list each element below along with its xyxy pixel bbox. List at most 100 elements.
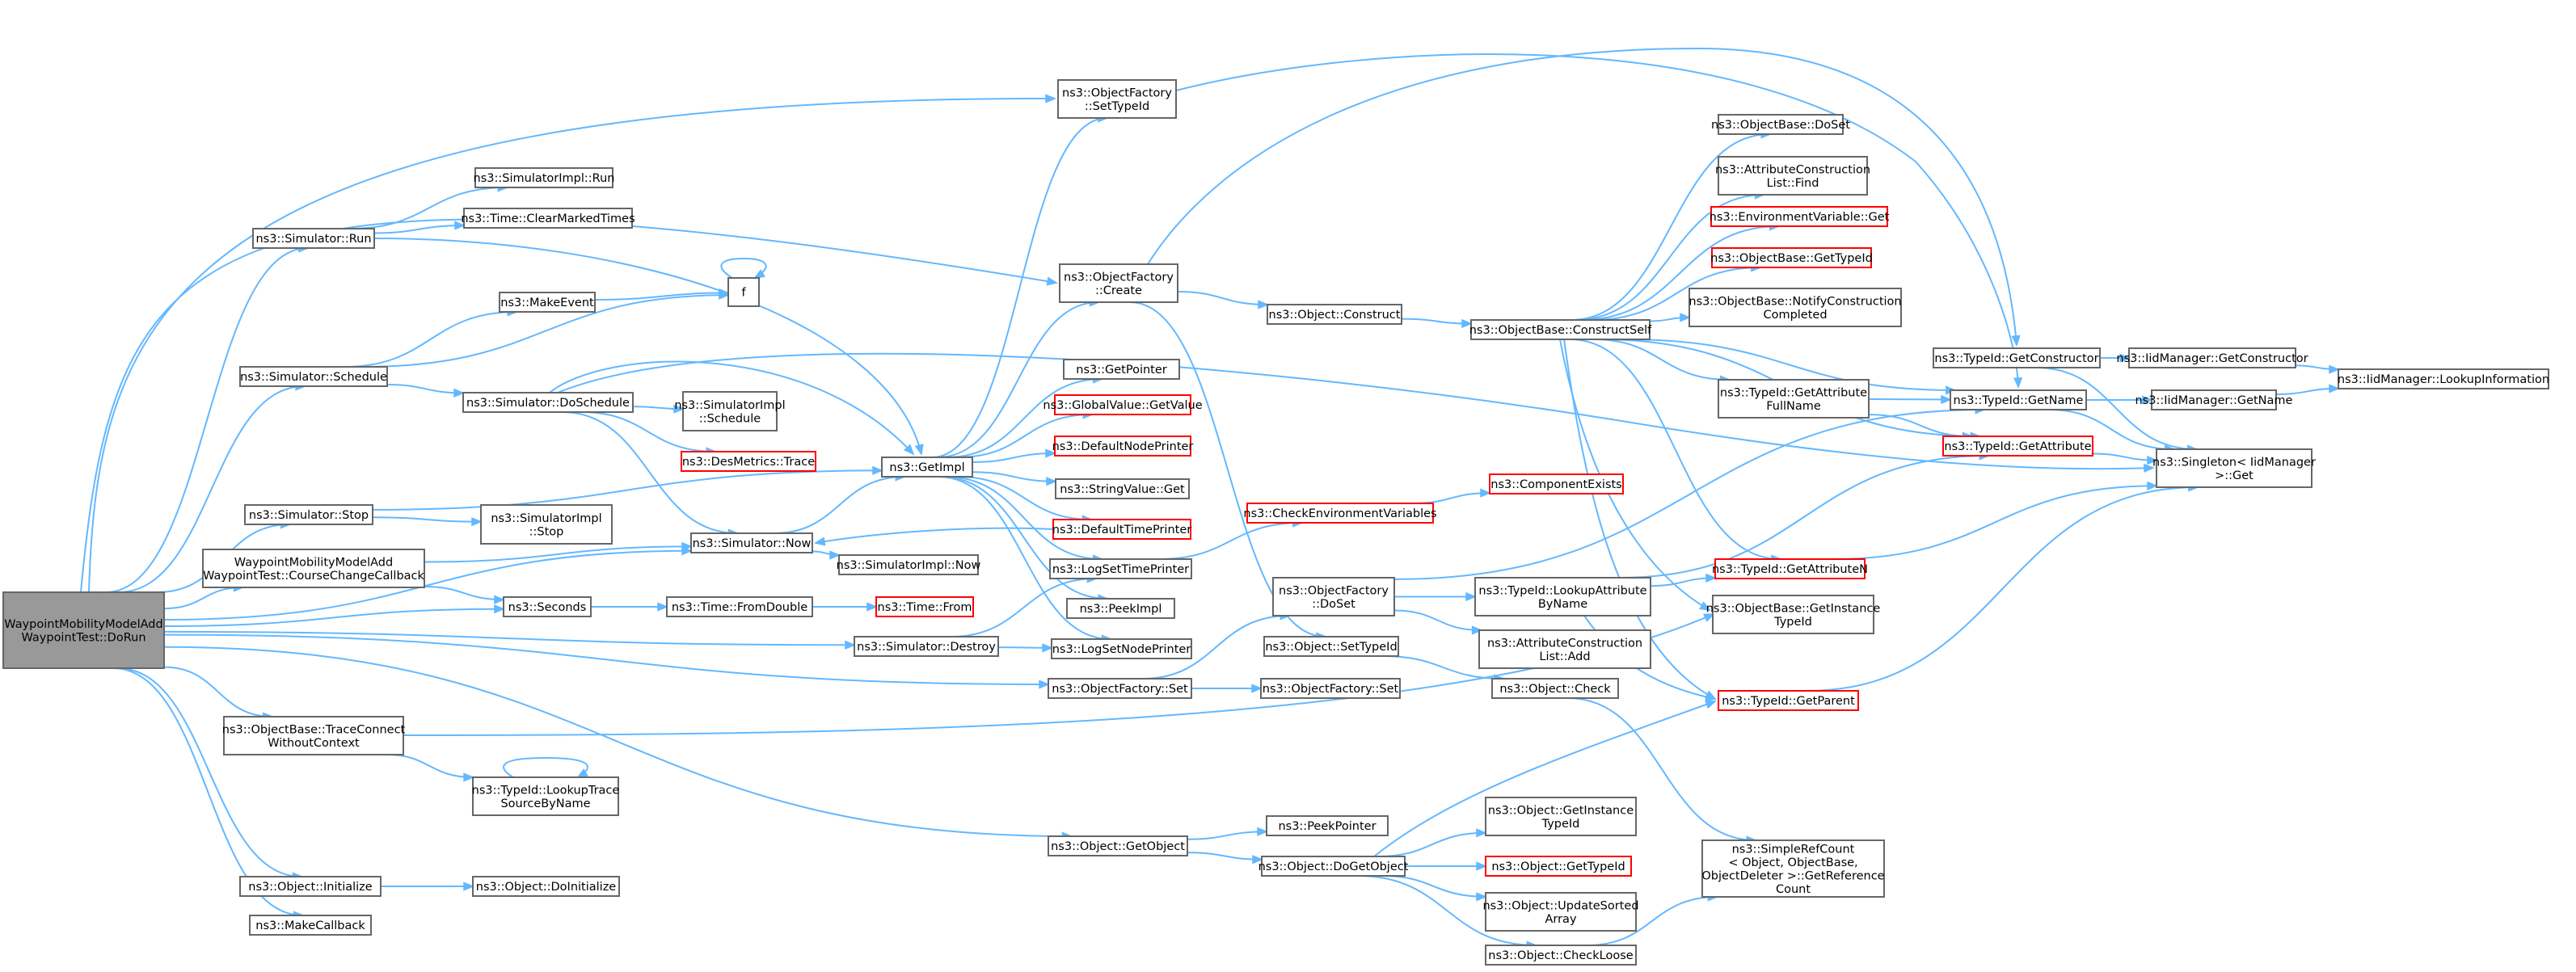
node-singleton_get[interactable]: ns3::Singleton< IidManager >::Get [2152, 448, 2316, 488]
edge-arrowhead [1039, 680, 1050, 689]
node-of_settypeid[interactable]: ns3::ObjectFactory::SetTypeId [1057, 79, 1177, 119]
node-tid_getname[interactable]: ns3::TypeId::GetName [1950, 389, 2087, 410]
node-box [1272, 577, 1395, 616]
node-ob_traceconnect[interactable]: ns3::ObjectBase::TraceConnectWithoutCont… [222, 716, 406, 755]
node-course_cb[interactable]: WaypointMobilityModelAddWaypointTest::Co… [202, 549, 425, 588]
node-iid_getname[interactable]: ns3::IidManager::GetName [2135, 389, 2293, 410]
node-getpointer[interactable]: ns3::GetPointer [1063, 359, 1180, 380]
node-obj_getobject[interactable]: ns3::Object::GetObject [1048, 835, 1188, 856]
node-sim_now[interactable]: ns3::Simulator::Now [690, 532, 813, 553]
node-label: ns3::Simulator::Schedule [240, 371, 387, 384]
node-label: ns3::StringValue::Get [1060, 483, 1185, 496]
node-of_doset[interactable]: ns3::ObjectFactory::DoSet [1272, 577, 1395, 616]
node-tid_getattribute[interactable]: ns3::TypeId::GetAttribute [1942, 436, 2093, 457]
edge-arrowhead [814, 536, 826, 546]
node-label: ns3::GetImpl [889, 461, 964, 474]
node-of_set[interactable]: ns3::ObjectFactory::Set [1048, 678, 1192, 699]
node-label: ns3::ObjectBase::GetInstance [1706, 602, 1881, 615]
node-logsetnodeprinter[interactable]: ns3::LogSetNodePrinter [1051, 638, 1192, 659]
node-obj_construct[interactable]: ns3::Object::Construct [1267, 304, 1402, 325]
node-peekimpl[interactable]: ns3::PeekImpl [1066, 598, 1175, 619]
node-stringvalue_get[interactable]: ns3::StringValue::Get [1055, 478, 1190, 499]
node-simimpl_now[interactable]: ns3::SimulatorImpl::Now [837, 554, 981, 575]
node-peekpointer[interactable]: ns3::PeekPointer [1266, 815, 1389, 836]
node-time_from[interactable]: ns3::Time::From [875, 596, 974, 617]
edge-line [945, 476, 1102, 560]
node-simimpl_run[interactable]: ns3::SimulatorImpl::Run [474, 167, 615, 188]
node-iid_lookupinfo[interactable]: ns3::IidManager::LookupInformation [2338, 368, 2549, 389]
edge-arrowhead [1941, 394, 1952, 405]
node-label: Count [1776, 883, 1811, 896]
node-sim_doschedule[interactable]: ns3::Simulator::DoSchedule [462, 392, 634, 413]
node-fromdouble[interactable]: ns3::Time::FromDouble [666, 596, 813, 617]
node-deftimeprinter[interactable]: ns3::DefaultTimePrinter [1052, 519, 1191, 540]
node-checkenv[interactable]: ns3::CheckEnvironmentVariables [1243, 503, 1437, 524]
edge-line [1147, 47, 2017, 346]
node-envvar_get[interactable]: ns3::EnvironmentVariable::Get [1710, 206, 1890, 227]
edge-line [1575, 194, 1764, 321]
edge-line [163, 633, 1049, 685]
node-logsettimeprinter[interactable]: ns3::LogSetTimePrinter [1049, 558, 1192, 579]
node-box [472, 776, 619, 816]
node-obj_check[interactable]: ns3::Object::Check [1491, 678, 1619, 699]
node-ob_notify[interactable]: ns3::ObjectBase::NotifyConstructionCompl… [1689, 288, 1902, 327]
node-of_set2[interactable]: ns3::ObjectFactory::Set [1260, 678, 1401, 699]
node-desmetrics[interactable]: ns3::DesMetrics::Trace [681, 451, 816, 472]
node-obj_dogetobject[interactable]: ns3::Object::DoGetObject [1258, 856, 1409, 877]
node-clear_marked[interactable]: ns3::Time::ClearMarkedTimes [461, 208, 635, 229]
node-ob_doset[interactable]: ns3::ObjectBase::DoSet [1711, 114, 1850, 135]
node-obj_initialize[interactable]: ns3::Object::Initialize [239, 876, 382, 897]
node-box [1485, 892, 1637, 932]
call-edge-obj_dogetobject-to-obj_updatesorted [1381, 875, 1487, 902]
node-make_event[interactable]: ns3::MakeEvent [499, 292, 596, 313]
node-box [2151, 389, 2277, 410]
node-tid_getattributen[interactable]: ns3::TypeId::GetAttributeN [1712, 558, 1868, 579]
node-obj_checkloose[interactable]: ns3::Object::CheckLoose [1485, 945, 1637, 966]
node-box [223, 716, 404, 755]
edge-line [372, 516, 482, 523]
node-box [463, 208, 633, 229]
node-ob_constructself[interactable]: ns3::ObjectBase::ConstructSelf [1469, 319, 1652, 340]
node-label: ns3::AttributeConstruction [1487, 637, 1642, 650]
node-componentexists[interactable]: ns3::ComponentExists [1489, 473, 1624, 494]
node-box [875, 596, 974, 617]
node-obj_gettypeid[interactable]: ns3::Object::GetTypeId [1485, 856, 1632, 877]
node-label: ns3::IidManager::LookupInformation [2338, 373, 2549, 386]
node-defnodeprinter[interactable]: ns3::DefaultNodePrinter [1052, 436, 1194, 457]
node-simplerefcount[interactable]: ns3::SimpleRefCount< Object, ObjectBase,… [1701, 839, 1885, 898]
node-of_create[interactable]: ns3::ObjectFactory::Create [1059, 263, 1178, 303]
node-obj_settypeid[interactable]: ns3::Object::SetTypeId [1263, 636, 1399, 657]
node-simimpl_stop[interactable]: ns3::SimulatorImpl::Stop [480, 504, 613, 545]
node-simimpl_schedule[interactable]: ns3::SimulatorImpl::Schedule [674, 391, 786, 431]
node-label: List::Add [1539, 650, 1590, 663]
node-gv_getvalue[interactable]: ns3::GlobalValue::GetValue [1043, 394, 1203, 415]
edge-line [1567, 697, 1756, 841]
node-label: ByName [1538, 598, 1587, 611]
node-seconds[interactable]: ns3::Seconds [503, 596, 592, 617]
node-box [1260, 678, 1401, 699]
edge-arrowhead [657, 602, 668, 612]
node-getimpl[interactable]: ns3::GetImpl [881, 457, 973, 478]
node-makecallback[interactable]: ns3::MakeCallback [249, 915, 372, 936]
node-sim_destroy[interactable]: ns3::Simulator::Destroy [854, 636, 999, 657]
node-sim_stop[interactable]: ns3::Simulator::Stop [244, 504, 373, 525]
node-root[interactable]: WaypointMobilityModelAddWaypointTest::Do… [2, 591, 165, 669]
node-iid_getconstructor[interactable]: ns3::IidManager::GetConstructor [2116, 347, 2308, 368]
node-tid_getconstructor[interactable]: ns3::TypeId::GetConstructor [1933, 347, 2101, 368]
node-f[interactable]: f [727, 277, 760, 307]
node-tid_getparent[interactable]: ns3::TypeId::GetParent [1718, 690, 1859, 711]
node-obj_doinitialize[interactable]: ns3::Object::DoInitialize [472, 876, 620, 897]
node-box [252, 228, 375, 249]
node-sim_schedule[interactable]: ns3::Simulator::Schedule [239, 366, 388, 387]
node-ob_gettypeid[interactable]: ns3::ObjectBase::GetTypeId [1710, 247, 1873, 268]
node-sim_run[interactable]: ns3::Simulator::Run [252, 228, 375, 249]
node-label: ns3::Singleton< IidManager [2152, 456, 2316, 469]
